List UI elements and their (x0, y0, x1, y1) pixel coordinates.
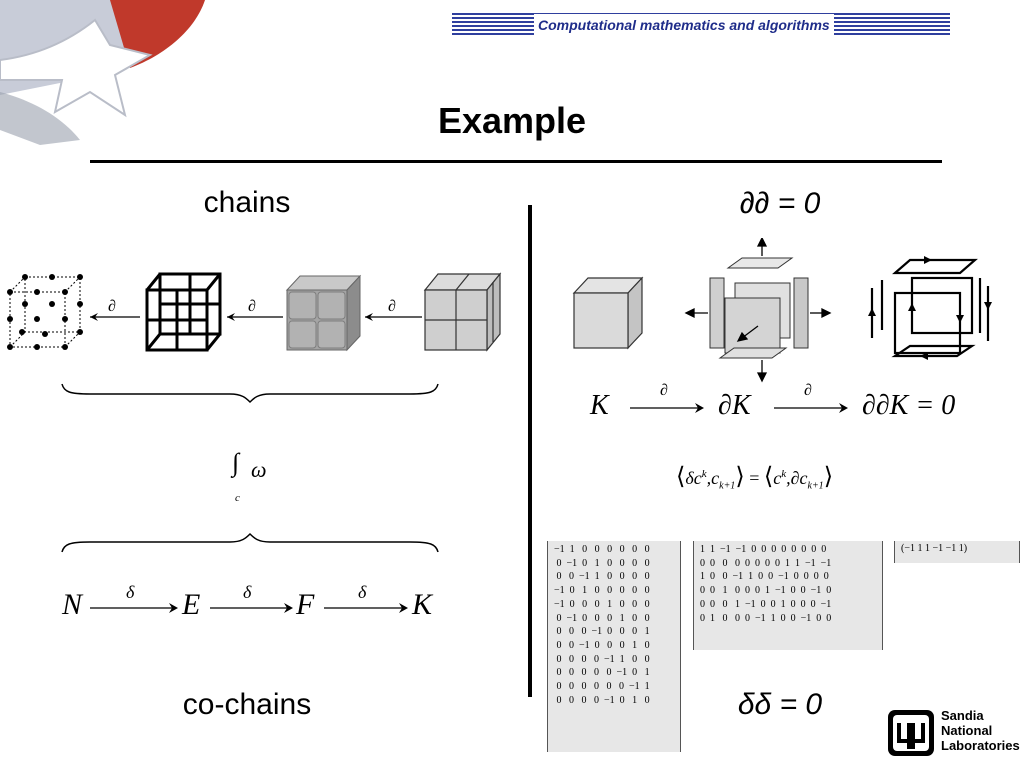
duality-rhs-sub: k+1 (807, 480, 824, 492)
boundary-op-2: ∂ (248, 298, 256, 315)
matrix-row: 0 −1 0 0 0 1 0 0 (554, 612, 650, 624)
chains-label: chains (203, 186, 291, 219)
integral-domain: c (235, 492, 240, 504)
matrix-nodes-edges: −1 1 0 0 0 0 0 0 0 −1 0 1 0 0 0 0 0 0 −1… (547, 541, 681, 752)
thunderbird-icon (888, 710, 934, 756)
boundary-chain-arrows (630, 403, 848, 413)
matrix-row: 0 0 0 0 −1 0 1 0 (554, 694, 650, 706)
coboundary-op-2: δ (243, 582, 252, 602)
edge-cube-icon (145, 272, 222, 352)
matrix-row: 0 0 0 0 0 0 0 0 1 1 −1 −1 (700, 557, 832, 569)
logo-line-3: Laboratories (941, 738, 1020, 753)
exploded-faces-icon (709, 257, 809, 359)
matrix-edges-faces: 1 1 −1 −1 0 0 0 0 0 0 0 0 0 0 0 0 0 0 0 0… (693, 541, 883, 650)
cochain-node-f: F (296, 588, 315, 621)
page-title: Example (437, 100, 587, 141)
matrix-row: 0 0 −1 1 0 0 0 0 (554, 571, 650, 583)
matrix-row: 0 −1 0 1 0 0 0 0 (554, 557, 650, 569)
boundary-figure (572, 238, 992, 383)
coboundary-op-3: δ (358, 582, 367, 602)
node-dots (7, 274, 83, 350)
matrix-row: 0 0 0 −1 0 0 0 1 (554, 626, 650, 638)
duality-rhs-sup: k (781, 468, 787, 480)
integral-form: ω (251, 457, 267, 482)
flag-star-decoration (0, 0, 205, 145)
face-cube-icon (285, 274, 362, 352)
cube-icon (572, 276, 644, 350)
matrix-faces-volume: (−1 1 1 −1 −1 1) (894, 541, 1020, 563)
matrix-row: −1 0 1 0 0 0 0 0 (554, 585, 650, 597)
cochain-node-e: E (182, 588, 201, 621)
matrix-row: 0 0 0 0 0 0 −1 1 (554, 681, 650, 693)
logo-line-2: National (941, 723, 993, 738)
boundary-op-3: ∂ (388, 298, 396, 315)
chain-node-result: ∂∂K = 0 (862, 390, 956, 421)
chain-node-boundary-k: ∂K (718, 390, 751, 421)
matrix-row: −1 1 0 0 0 0 0 0 (554, 544, 650, 555)
oriented-boundary-icon (870, 258, 990, 358)
matrix-row: 0 1 0 0 0 −1 1 0 0 −1 0 0 (700, 612, 832, 624)
cochain-node-n: N (62, 588, 83, 621)
brace-bottom (61, 532, 439, 553)
course-title: Computational mathematics and algorithms (534, 14, 834, 36)
matrix-row: 1 0 0 −1 1 0 0 −1 0 0 0 0 (700, 571, 829, 583)
cochains-label: co-chains (182, 688, 312, 721)
orientation-arrowheads (868, 256, 992, 360)
chain-node-k: K (590, 390, 609, 421)
duality-rhs-comma: ,∂c (786, 468, 808, 488)
duality-lhs: δc (685, 468, 702, 488)
chain-complex-figure (7, 272, 502, 352)
coboundary-op-1: δ (126, 582, 135, 602)
duality-lhs-comma: ,c (706, 468, 720, 488)
duality-formula: ⟨δck,ck+1⟩ = ⟨ck,∂ck+1⟩ (676, 464, 834, 492)
boundary-op-1: ∂ (108, 298, 116, 315)
header-banner: Computational mathematics and algorithms (452, 13, 950, 37)
matrix-row: 0 0 0 0 −1 1 0 0 (554, 653, 650, 665)
title-rule (90, 160, 942, 163)
chain-op-1: ∂ (660, 382, 668, 399)
duality-lhs-sub: k+1 (719, 480, 736, 492)
cochain-node-k: K (412, 588, 433, 621)
chain-op-2: ∂ (804, 382, 812, 399)
integral-sign: ∫ (232, 448, 240, 477)
volume-cube-icon (423, 272, 502, 352)
column-divider (528, 205, 532, 697)
duality-equals: = (749, 468, 760, 488)
coboundary-identity: δδ = 0 (737, 688, 823, 721)
normal-arrows (684, 238, 832, 383)
matrix-row: −1 0 0 0 1 0 0 0 (554, 598, 650, 610)
matrix-row: 1 1 −1 −1 0 0 0 0 0 0 0 0 (700, 544, 827, 555)
coboundary-arrows (90, 603, 408, 613)
matrix-row: 0 0 1 0 0 0 1 −1 0 0 −1 0 (700, 585, 832, 597)
sandia-logo: Sandia National Laboratories (887, 706, 1020, 758)
matrix-row: 0 0 0 0 0 −1 0 1 (554, 667, 650, 679)
brace-top (61, 383, 439, 404)
matrix-row: 0 0 −1 0 0 0 1 0 (554, 639, 650, 651)
boundary-identity: ∂∂ = 0 (739, 187, 821, 220)
duality-lhs-sup: k (701, 468, 707, 480)
logo-line-1: Sandia (941, 708, 984, 723)
matrix-row: 0 0 0 1 −1 0 0 1 0 0 0 −1 (700, 598, 832, 610)
duality-rhs: c (773, 468, 782, 488)
